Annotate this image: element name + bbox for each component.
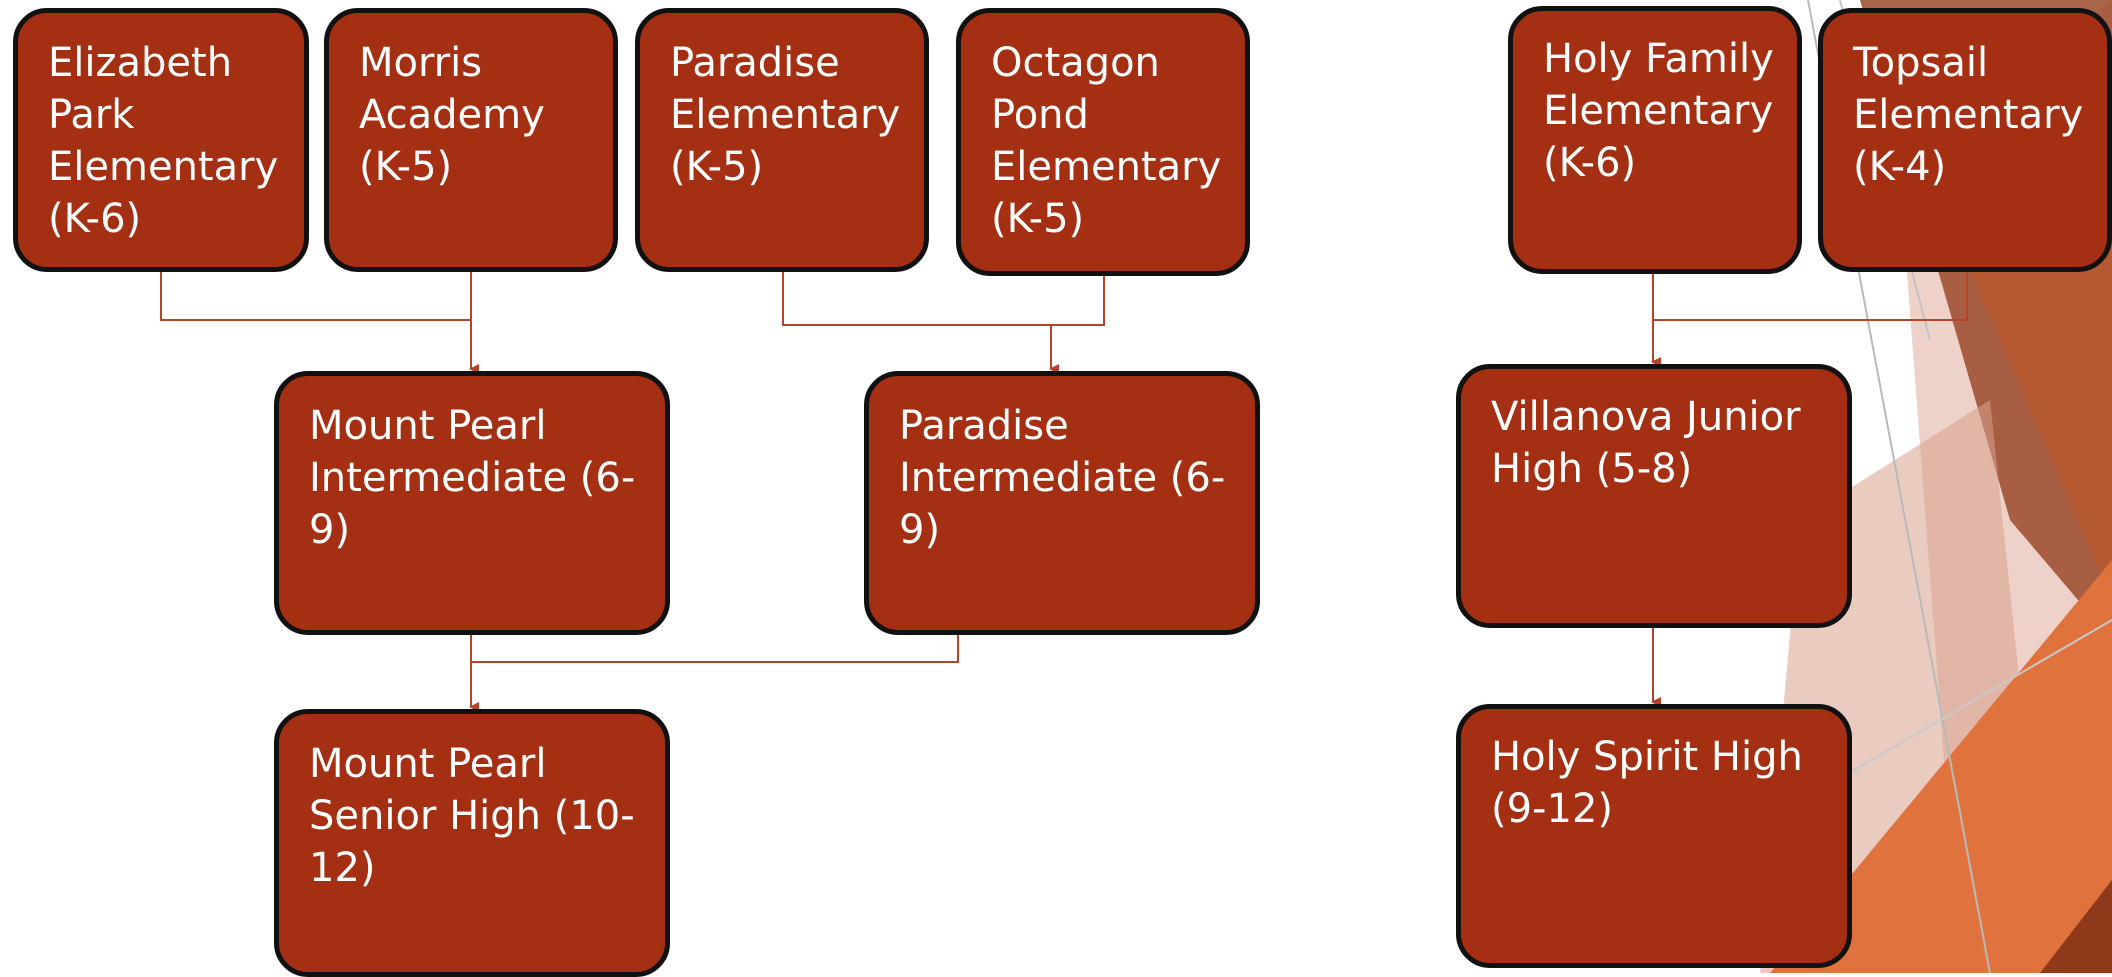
node-morris-academy: Morris Academy (K-5) xyxy=(324,8,618,272)
node-label: Villanova Junior High (5-8) xyxy=(1491,394,1801,492)
connector-paradise-intermediate-merge xyxy=(471,635,959,663)
node-mount-pearl-senior-high: Mount Pearl Senior High (10-12) xyxy=(274,709,670,977)
node-label: Morris Academy (K-5) xyxy=(359,40,545,190)
deco-dark-wedge xyxy=(2040,880,2112,973)
node-octagon-pond: Octagon Pond Elementary (K-5) xyxy=(956,8,1250,276)
connector-topsail-to-holy-family xyxy=(1653,272,1968,321)
connector-elementary-to-mount-pearl-intermediate xyxy=(160,272,471,321)
node-label: Holy Spirit High (9-12) xyxy=(1491,734,1803,832)
deco-orange-wedge xyxy=(1770,560,2112,973)
node-paradise-intermediate: Paradise Intermediate (6-9) xyxy=(864,371,1260,635)
node-label: Holy Family Elementary (K-6) xyxy=(1543,36,1774,186)
node-holy-family: Holy Family Elementary (K-6) xyxy=(1508,6,1802,274)
node-label: Octagon Pond Elementary (K-5) xyxy=(991,40,1222,242)
node-holy-spirit: Holy Spirit High (9-12) xyxy=(1456,704,1852,968)
node-label: Topsail Elementary (K-4) xyxy=(1853,40,2084,190)
node-topsail: Topsail Elementary (K-4) xyxy=(1818,8,2112,272)
node-villanova: Villanova Junior High (5-8) xyxy=(1456,364,1852,628)
deco-thin-line-3 xyxy=(1819,619,2112,791)
node-label: Mount Pearl Senior High (10-12) xyxy=(309,741,635,891)
node-label: Mount Pearl Intermediate (6-9) xyxy=(309,403,636,553)
node-label: Elizabeth Park Elementary (K-6) xyxy=(48,40,279,242)
node-mount-pearl-intermediate: Mount Pearl Intermediate (6-9) xyxy=(274,371,670,635)
node-label: Paradise Elementary (K-5) xyxy=(670,40,901,190)
node-label: Paradise Intermediate (6-9) xyxy=(899,403,1226,553)
node-elizabeth-park: Elizabeth Park Elementary (K-6) xyxy=(13,8,309,272)
node-paradise-elementary: Paradise Elementary (K-5) xyxy=(635,8,929,272)
connector-paradise-octagon xyxy=(782,272,1105,326)
